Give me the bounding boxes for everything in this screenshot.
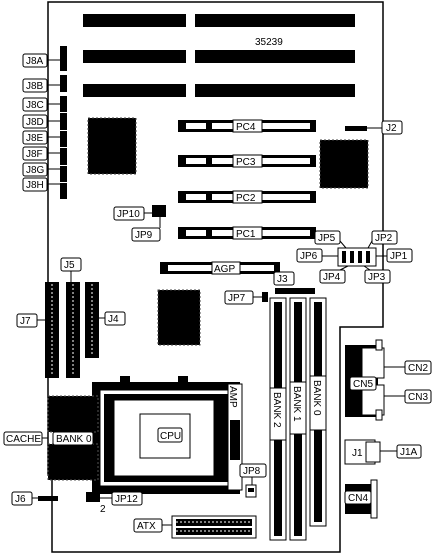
chipsets — [87, 117, 369, 346]
bank0-dimm-label: BANK 0 — [311, 380, 322, 416]
svg-text:J8A: J8A — [26, 56, 44, 67]
j8-tags: J8A J8B J8C J8D J8E J8F J8G J8H — [22, 53, 60, 192]
cache-label: CACHE — [6, 434, 41, 445]
svg-text:J8H: J8H — [26, 180, 44, 191]
jp12-header — [86, 492, 100, 502]
cn5-label: CN5 — [353, 379, 373, 390]
jp12-pin-label: 2 — [100, 504, 106, 515]
bank2-label: BANK 2 — [271, 392, 282, 428]
jp9-label: JP9 — [135, 230, 153, 241]
svg-text:J8C: J8C — [26, 100, 44, 111]
bank1-label: BANK 1 — [291, 386, 302, 422]
cpu-label: CPU — [160, 431, 181, 442]
svg-text:J8G: J8G — [26, 165, 45, 176]
jp10-label: JP10 — [117, 209, 140, 220]
jp3-label: JP3 — [368, 272, 386, 283]
ide-headers — [45, 282, 99, 378]
agp-label: AGP — [214, 264, 235, 275]
j7-label: J7 — [20, 316, 31, 327]
pc3-label: PC3 — [236, 157, 256, 168]
jp10-jp9-header — [152, 205, 166, 217]
svg-text:J8E: J8E — [26, 133, 44, 144]
isa-slots — [83, 14, 355, 97]
jp8-label: JP8 — [243, 466, 261, 477]
cn4-label: CN4 — [348, 493, 368, 504]
jp7-label: JP7 — [228, 293, 246, 304]
svg-text:J8B: J8B — [26, 81, 44, 92]
atx-label: ATX — [137, 521, 156, 532]
jp12-label: JP12 — [115, 494, 138, 505]
svg-text:J8F: J8F — [26, 149, 43, 160]
j1a-label: J1A — [400, 447, 418, 458]
cn3-label: CN3 — [408, 392, 428, 403]
jp2-label: JP2 — [375, 233, 393, 244]
pc4-label: PC4 — [236, 122, 256, 133]
cn2-label: CN2 — [408, 363, 428, 374]
j1-label: J1 — [352, 448, 363, 459]
pc2-label: PC2 — [236, 193, 256, 204]
jp-cluster — [337, 247, 377, 267]
board-number: 35239 — [255, 37, 283, 48]
atx-connector — [171, 515, 257, 539]
jp4-label: JP4 — [323, 272, 341, 283]
svg-text:J8D: J8D — [26, 117, 44, 128]
j8-connectors — [60, 46, 67, 199]
jp1-label: JP1 — [390, 251, 408, 262]
j2-header — [345, 126, 367, 131]
bank0-cache-label: BANK 0 — [56, 434, 92, 445]
cpu-socket-label: AMP — [227, 386, 238, 408]
j5-label: J5 — [64, 260, 75, 271]
j2-label: J2 — [386, 123, 397, 134]
jp6-label: JP6 — [300, 251, 318, 262]
j3-label: J3 — [277, 274, 288, 285]
jp7-header — [262, 292, 268, 302]
pc1-label: PC1 — [236, 229, 256, 240]
j6-header — [38, 496, 58, 501]
j6-label: J6 — [15, 494, 26, 505]
cache-chips — [47, 395, 99, 481]
jp5-label: JP5 — [318, 233, 336, 244]
j3-header — [275, 288, 315, 294]
cpu-socket — [92, 376, 243, 494]
j4-label: J4 — [108, 314, 119, 325]
